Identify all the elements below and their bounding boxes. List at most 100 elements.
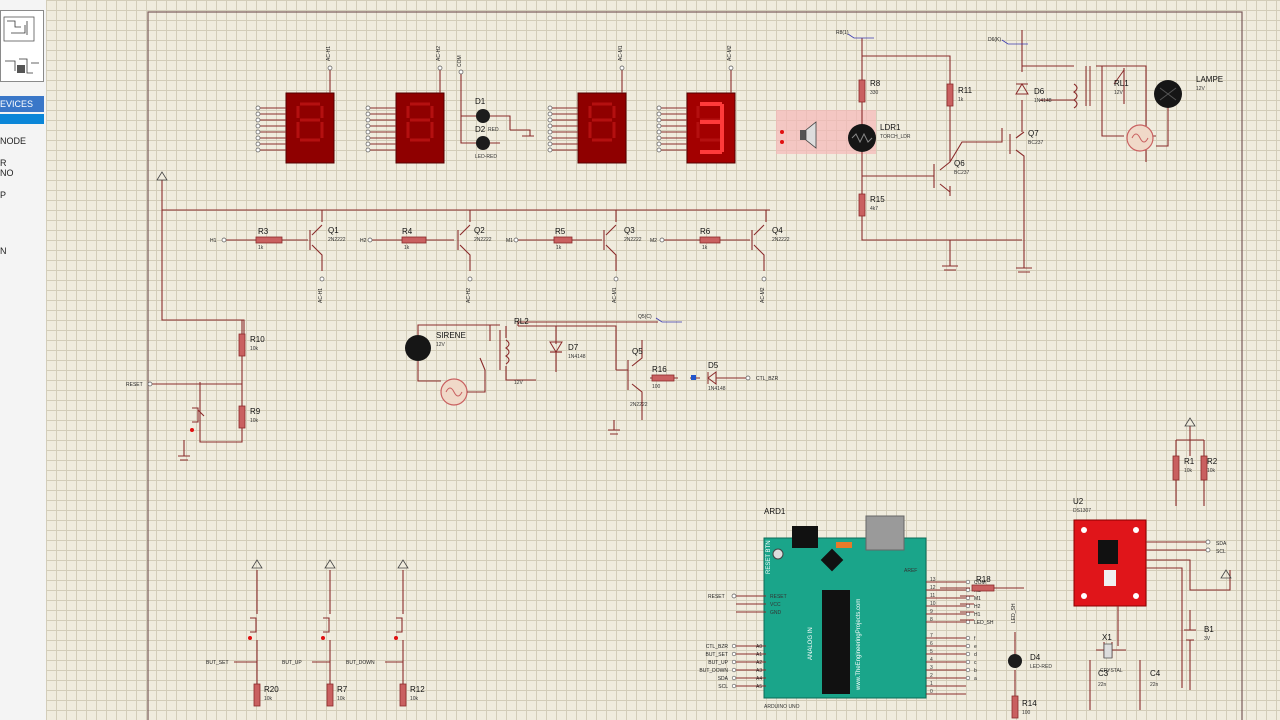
led-d4[interactable] (1008, 654, 1022, 668)
arduino-pin-terminal (965, 595, 971, 601)
arduino-digital-pin-label: 2 (930, 673, 933, 679)
device-item[interactable]: NO (0, 168, 14, 178)
r8-value: 330 (870, 90, 879, 96)
q2-value: 2N2222 (474, 237, 492, 243)
arduino-digital-net-label: H1 (974, 612, 981, 618)
d1-label: D1 (475, 97, 486, 106)
d7-value: 1N4148 (568, 354, 586, 360)
net-label: AC-H2 (436, 46, 442, 61)
r18-resistor[interactable] (971, 584, 995, 592)
r1-label: R1 (1184, 457, 1195, 466)
device-item[interactable]: NODE (0, 136, 27, 146)
q2-label: Q2 (474, 226, 485, 235)
b1-value: 3V (1204, 636, 1211, 642)
but-down-net: BUT_DOWN (346, 660, 375, 666)
resistors-r9-r10[interactable] (238, 333, 246, 429)
u2-label: U2 (1073, 497, 1084, 506)
arduino-digital-pin-label: 0 (930, 689, 933, 695)
m2-net: M2 (650, 238, 657, 244)
d7-label: D7 (568, 343, 579, 352)
q4-value: 2N2222 (772, 237, 790, 243)
arduino-digital-net-label: COM (974, 580, 986, 586)
seven-segment-display-1[interactable] (285, 92, 335, 164)
sda-net: SDA (1216, 541, 1227, 547)
resistors-r3-r6[interactable] (255, 236, 721, 244)
button-pins[interactable] (248, 636, 398, 640)
arduino-digital-pin-label: 10 (930, 601, 936, 607)
d7-diode[interactable] (549, 341, 563, 353)
arduino-analog-pin-label: A3 (756, 668, 762, 674)
ac-source-rl1[interactable] (1126, 124, 1154, 152)
led-d1-d2[interactable] (460, 92, 534, 150)
rl1-label: RL1 (1114, 79, 1129, 88)
r16-resistor[interactable] (651, 374, 675, 382)
x1-label: X1 (1102, 633, 1112, 642)
selected-device-row[interactable] (0, 114, 44, 124)
ldr1[interactable] (848, 124, 876, 152)
resistors-r8-r11-r15[interactable] (858, 79, 954, 217)
seven-segment-display-2[interactable] (395, 92, 445, 164)
arduino-uno-board[interactable] (763, 515, 927, 699)
arduino-digital-pins: 13COM12M211M110H29H18LED_SH7f6e5d4c3b2a1… (904, 568, 994, 695)
d5-diode[interactable] (707, 371, 717, 385)
ctl-bzr-terminal (745, 375, 751, 381)
device-item[interactable]: P (0, 190, 7, 200)
transistor-terminals (221, 237, 767, 282)
c3-value: 22n (1098, 682, 1107, 688)
q6-value: BC237 (954, 170, 970, 176)
r6-value: 1k (702, 245, 708, 251)
schematic-sheet[interactable] (46, 0, 1280, 720)
sirene[interactable] (405, 335, 468, 406)
seven-segment-display-3[interactable] (577, 92, 627, 164)
d6-diode[interactable] (1015, 83, 1029, 95)
transistor-bus (161, 180, 770, 334)
arduino-pin-terminal (965, 667, 971, 673)
relay-rl1[interactable] (1085, 66, 1125, 106)
seven-segment-display-4[interactable] (686, 92, 736, 164)
h1-net: H1 (210, 238, 217, 244)
arduino-digital-pin-label: 13 (930, 577, 936, 583)
ac-net: AC-M1 (612, 287, 618, 303)
light-control-wiring (861, 30, 1169, 273)
arduino-analog-net-label: SDA (718, 676, 729, 682)
b1-label: B1 (1204, 625, 1214, 634)
lit-segments (700, 102, 724, 154)
resistors-r20-r7-r12[interactable] (253, 683, 407, 707)
q5-probe-net: Q5(C) (638, 314, 652, 320)
reset-button-pin[interactable] (190, 428, 194, 432)
arduino-digital-net-label: M1 (974, 596, 981, 602)
m1-net: M1 (506, 238, 513, 244)
arduino-analog-pins: A0CTL_BZRA1BUT_SETA2BUT_UPA3BUT_DOWNA4SD… (699, 643, 766, 690)
arduino-analog-net-label: CTL_BZR (706, 644, 729, 650)
devices-tab[interactable]: EVICES (0, 96, 44, 112)
arduino-pin-terminal (731, 667, 737, 673)
rtc-ds1307-module[interactable] (1073, 519, 1147, 607)
r6-label: R6 (700, 227, 711, 236)
ard-subtitle: ARDUINO UNO (764, 704, 800, 710)
resistors-r1-r2[interactable] (1172, 455, 1208, 481)
r14-resistor[interactable] (1011, 695, 1019, 719)
r8-probe-net: R8(1) (836, 30, 849, 36)
q3-value: 2N2222 (624, 237, 642, 243)
r12-value: 10k (410, 696, 419, 702)
arduino-analog-pin-label: A5 (756, 684, 762, 690)
arduino-digital-net-label: LED_SH (974, 620, 994, 626)
pin-terminals (255, 65, 734, 153)
r5-label: R5 (555, 227, 566, 236)
arduino-pin-terminal (965, 659, 971, 665)
lampe[interactable] (1154, 80, 1182, 108)
device-item[interactable]: N (0, 246, 7, 256)
lampe-label: LAMPE (1196, 75, 1223, 84)
overview-preview[interactable] (0, 10, 44, 82)
r1-value: 10k (1184, 468, 1193, 474)
component-panel: EVICES NODE R NO P N (0, 0, 47, 720)
sirene-relay-wiring (417, 321, 746, 435)
device-item[interactable]: R (0, 158, 7, 168)
arduino-digital-pin-label: 11 (930, 593, 935, 599)
torch-light[interactable] (780, 121, 817, 149)
arduino-digital-pin-label: 7 (930, 633, 933, 639)
crystal-x1[interactable] (1103, 643, 1113, 659)
d5-label: D5 (708, 361, 719, 370)
